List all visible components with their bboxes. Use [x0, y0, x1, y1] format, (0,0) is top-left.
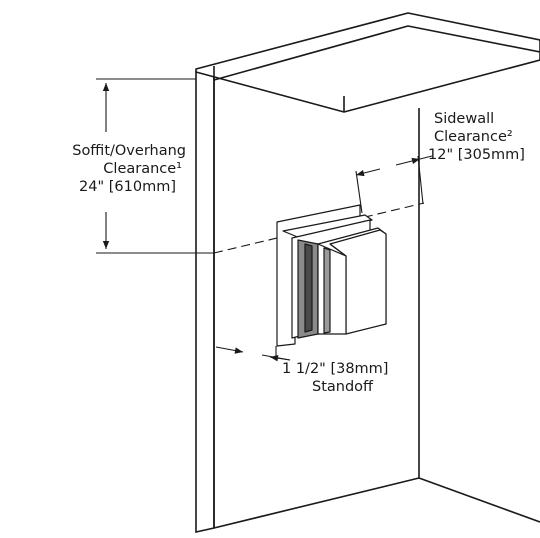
soffit-clearance-line2: Clearance¹ — [103, 161, 182, 177]
main-wall — [195, 64, 420, 533]
reference-lines — [213, 202, 425, 254]
soffit-clearance-line1: Soffit/Overhang — [72, 143, 186, 159]
sidewall-dimension — [355, 155, 433, 214]
standoff-dimension — [215, 346, 291, 362]
standoff-value: 1 1/2" [38mm] — [282, 361, 389, 377]
sidewall-clearance-value: 12" [305mm] — [428, 147, 525, 163]
sidewall-clearance-line2: Clearance² — [434, 129, 513, 145]
vent-unit — [276, 204, 387, 347]
soffit-clearance-value: 24" [610mm] — [79, 179, 176, 195]
soffit-dimension — [96, 78, 214, 254]
standoff-line2: Standoff — [312, 379, 374, 395]
sidewall-clearance-label: Sidewall Clearance² 12" [305mm] — [428, 110, 525, 164]
sidewall — [418, 108, 540, 523]
standoff-label: 1 1/2" [38mm] Standoff — [282, 360, 442, 396]
soffit-clearance-label: Soffit/Overhang Clearance¹ 24" [610mm] — [36, 142, 186, 196]
sidewall-clearance-line1: Sidewall — [434, 111, 495, 127]
soffit-overhang — [195, 12, 540, 113]
